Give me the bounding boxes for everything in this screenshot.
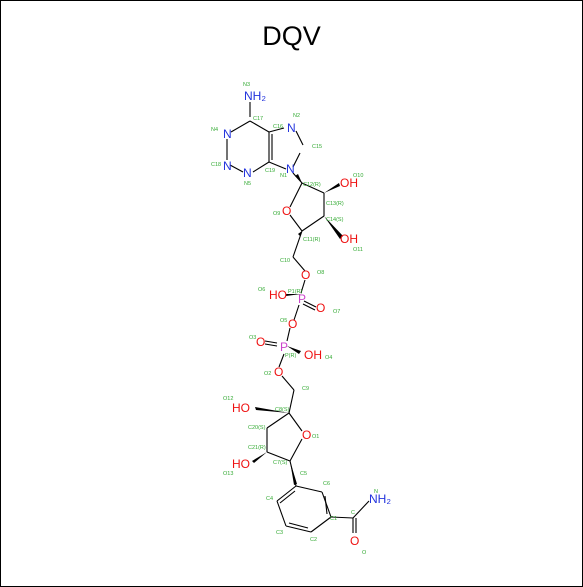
atom-label-c13: C13(R) xyxy=(326,201,344,207)
atom-label-n1: N1 xyxy=(280,173,287,179)
link-oxygen-o8: O xyxy=(301,268,310,282)
atom-label-o11: O11 xyxy=(353,247,363,253)
atom-label-o9: O9 xyxy=(273,211,280,217)
atom-label-o: O xyxy=(362,550,367,556)
purine-n-2: N xyxy=(287,121,296,135)
purine-n-3: N xyxy=(223,159,232,173)
atom-label-c: C xyxy=(351,510,355,516)
atom-label-c10: C10 xyxy=(280,258,290,264)
hydroxyl-o4: OH xyxy=(304,348,322,362)
atom-label-o6: O6 xyxy=(258,287,265,293)
wedge-layer xyxy=(252,174,343,485)
purine-n-1: N xyxy=(223,127,232,141)
atom-label-c14: C14(S) xyxy=(326,217,344,223)
atom-label-c20: C20(S) xyxy=(248,425,266,431)
atom-label-n5: N5 xyxy=(244,181,251,187)
atom-label-c8: C8(S) xyxy=(275,407,290,413)
atom-label-p1: P1(R) xyxy=(288,289,303,295)
atom-label-c1: C1 xyxy=(330,516,337,522)
atom-label-o8: O8 xyxy=(317,270,324,276)
nh2-group-top: NH₂ xyxy=(244,89,266,103)
hydroxyl-c13: OH xyxy=(340,176,358,190)
atom-label-n2: N2 xyxy=(293,113,300,119)
atom-label-c5: C5 xyxy=(300,471,307,477)
atom-label-o7: O7 xyxy=(333,309,340,315)
atom-label-c11: C11(R) xyxy=(303,237,320,243)
atom-label-o5: O5 xyxy=(280,318,287,324)
hydroxyl-c14: OH xyxy=(340,232,358,246)
phosphate-oxygen-o3: O xyxy=(256,335,265,349)
atom-label-c4: C4 xyxy=(266,496,273,502)
amide-oxygen: O xyxy=(350,534,359,548)
atom-label-c15: C15 xyxy=(312,144,322,150)
phosphate-oxygen-o7: O xyxy=(316,301,325,315)
atom-label-o4: O4 xyxy=(325,355,332,361)
atom-label-n3: N3 xyxy=(243,82,250,88)
molecule-title: DQV xyxy=(262,21,321,51)
hydroxyl-o12: HO xyxy=(232,401,250,415)
atom-label-n: N xyxy=(374,489,378,495)
purine-n-5: N xyxy=(286,162,295,176)
atom-label-c19: C19 xyxy=(265,168,275,174)
ribose-ring-oxygen-1: O xyxy=(282,204,291,218)
atom-label-o1: O1 xyxy=(312,434,319,440)
bridge-oxygen-o5: O xyxy=(288,317,297,331)
hydroxyl-o13: HO xyxy=(232,457,250,471)
atom-label-o10: O10 xyxy=(353,173,363,179)
atom-label-c2: C2 xyxy=(310,537,317,543)
purine-n-4: N xyxy=(243,166,252,180)
amide-nh2: NH₂ xyxy=(369,492,391,506)
atom-label-n4: N4 xyxy=(211,127,218,133)
atom-label-c9: C9 xyxy=(302,386,309,392)
hydroxyl-o6: HO xyxy=(269,288,287,302)
atom-label-c16: C16 xyxy=(273,124,283,130)
atom-label-c6: C6 xyxy=(323,481,330,487)
atom-label-c17: C17 xyxy=(253,116,263,122)
atom-label-c12: C12(R) xyxy=(303,182,321,188)
ribose-ring-oxygen-2: O xyxy=(302,428,311,442)
atom-label-c3: C3 xyxy=(276,530,283,536)
atom-label-o13: O13 xyxy=(223,471,233,477)
atom-label-o12: O12 xyxy=(223,396,233,402)
atom-label-o2: O2 xyxy=(264,371,271,377)
atom-label-c18: C18 xyxy=(211,162,221,168)
atom-label-c21: C21(R) xyxy=(248,445,266,451)
atom-label-p: P(R) xyxy=(285,353,296,359)
link-oxygen-o2: O xyxy=(274,365,283,379)
phosphorus-p1: P xyxy=(298,292,306,306)
phosphorus-p: P xyxy=(280,340,288,354)
atom-label-o3: O3 xyxy=(249,335,256,341)
atom-label-c7: C7(S) xyxy=(273,460,288,466)
